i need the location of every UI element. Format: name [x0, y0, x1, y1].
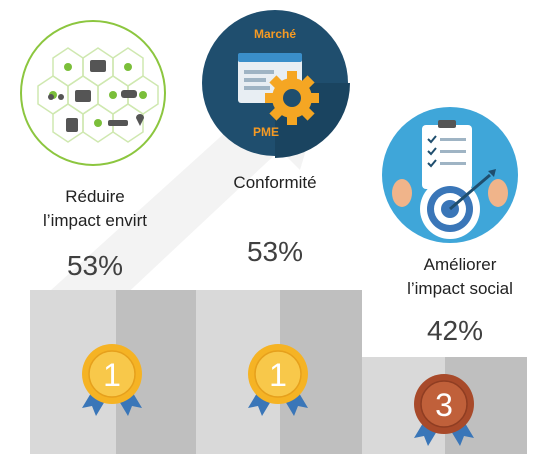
item-2-label: Conformité — [200, 171, 350, 195]
item-1-label-line1: Réduire — [65, 187, 125, 206]
item-1-label: Réduire l’impact envirt — [20, 185, 170, 233]
item-1-percent: 53% — [66, 250, 124, 281]
item-3-label: Améliorer l’impact social — [385, 253, 535, 301]
web-gear-compliance-icon: Marché PME — [202, 10, 350, 158]
bronze-medal-icon: 3 — [414, 374, 474, 446]
mobility-network-icon — [20, 20, 166, 166]
gold-medal-icon: 1 — [248, 344, 308, 416]
gold-medal-icon: 1 — [82, 344, 142, 416]
item-3-label-line1: Améliorer — [423, 255, 497, 274]
item-3-label-line2: l’impact social — [407, 279, 513, 298]
item-2-label-line1: Conformité — [233, 173, 317, 192]
medal-rank-1a: 1 — [103, 357, 121, 393]
item-3-percent: 42% — [426, 315, 484, 346]
medal-rank-3: 3 — [435, 387, 453, 423]
item-1-label-line2: l’impact envirt — [43, 211, 147, 230]
item-2-percent: 53% — [246, 236, 304, 267]
icon-bottom-text: PME — [253, 125, 279, 139]
target-checklist-icon — [382, 107, 518, 243]
medal-rank-1b: 1 — [269, 357, 287, 393]
icon-top-text: Marché — [254, 27, 296, 41]
